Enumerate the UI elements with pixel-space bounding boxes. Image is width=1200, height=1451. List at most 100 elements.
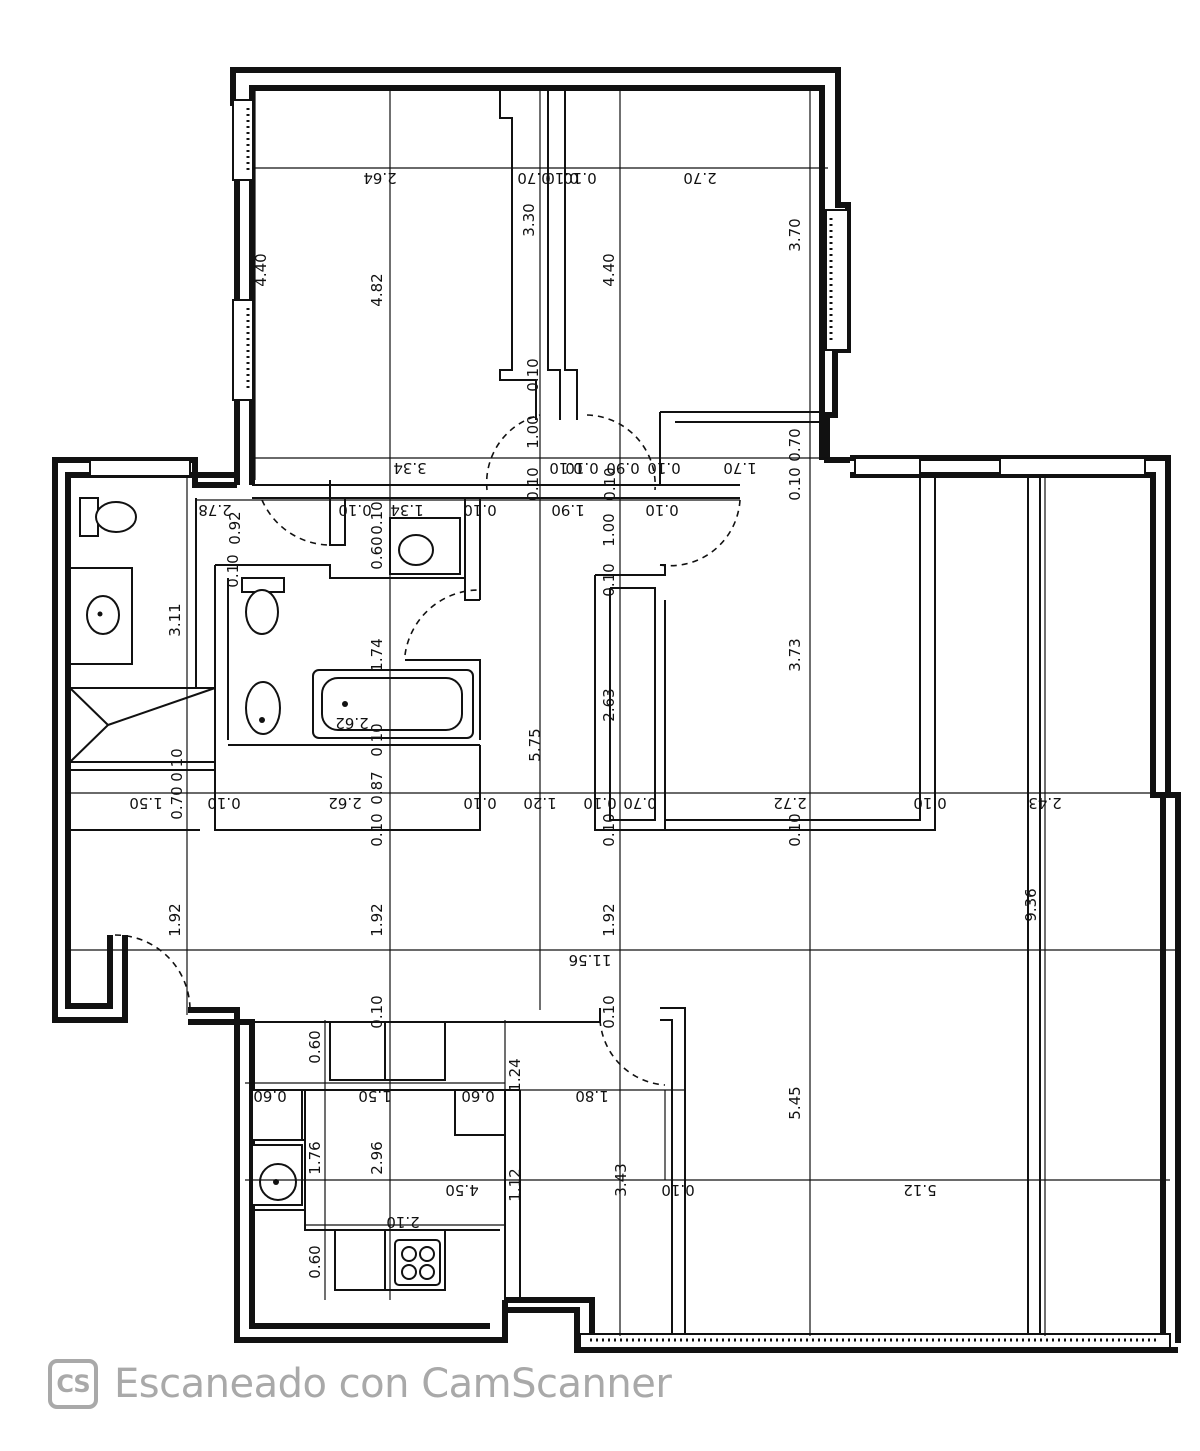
dim-label: 5.45 <box>786 1086 804 1119</box>
shower-tray-icon <box>69 687 216 763</box>
kitchen-sink-icon <box>251 1144 303 1206</box>
dim-label: 0.10 <box>601 467 619 500</box>
dim-label: 2.96 <box>368 1141 386 1174</box>
dim-label: 1.76 <box>306 1141 324 1174</box>
dim-label: 1.92 <box>600 903 618 936</box>
dim-label: 1.34 <box>390 501 423 519</box>
dim-label: 1.80 <box>575 1087 608 1105</box>
dim-label: 3.70 <box>786 218 804 251</box>
dim-label: 0.10 <box>463 794 496 812</box>
dim-label: 1.70 <box>723 459 756 477</box>
dim-label: 5.12 <box>903 1181 936 1199</box>
dim-label: 0.92 <box>226 511 244 544</box>
dim-label: 0.10 <box>207 794 240 812</box>
dim-label: 4.40 <box>600 253 618 286</box>
dim-label: 2.10 <box>386 1213 419 1231</box>
dim-label: 1.74 <box>368 638 386 671</box>
dim-label: 0.10 <box>224 554 242 587</box>
dim-label: 0.60 <box>368 536 386 569</box>
dim-label: 0.70 <box>517 169 550 187</box>
dim-label: 2.64 <box>363 169 396 187</box>
dim-label: 1.12 <box>506 1168 524 1201</box>
dim-label: 0.60 <box>461 1087 494 1105</box>
dim-label: 1.24 <box>506 1058 524 1091</box>
dim-label: 2.43 <box>1028 794 1061 812</box>
windows <box>89 99 1171 1349</box>
dim-label: 3.34 <box>393 459 426 477</box>
dim-label: 2.72 <box>773 794 806 812</box>
dim-label: 0.10 <box>786 813 804 846</box>
dim-label: 0.10 <box>600 563 618 596</box>
dim-label: 0.10 <box>661 1181 694 1199</box>
dim-label: 0.10 <box>545 169 578 187</box>
dim-label: 4.50 <box>445 1181 478 1199</box>
dim-label: 0.10 <box>368 813 386 846</box>
dim-label: 0.10 <box>549 459 582 477</box>
dim-label: 0.10 <box>368 995 386 1028</box>
dim-label: 2.63 <box>600 688 618 721</box>
dim-label: 0.10 <box>368 501 386 534</box>
dim-label: 0.10 <box>463 501 496 519</box>
dim-label: 0.10 <box>645 501 678 519</box>
dim-label: 0.10 <box>647 459 680 477</box>
toilet-icon <box>79 497 137 537</box>
dim-label: 3.43 <box>612 1163 630 1196</box>
dim-label: 3.73 <box>786 638 804 671</box>
dim-label: 1.50 <box>358 1087 391 1105</box>
dim-label: 0.60 <box>306 1245 324 1278</box>
dim-label: 1.20 <box>523 794 556 812</box>
dim-label: 0.87 <box>368 771 386 804</box>
dimension-labels: 2.64 0.70 0.10 0.10 2.70 3.34 0.10 0.10 … <box>129 169 1061 1279</box>
toilet-icon <box>241 577 285 635</box>
camscanner-logo-icon: CS <box>48 1359 98 1409</box>
sink-icon <box>389 517 461 575</box>
dim-label: 0.90 <box>606 459 639 477</box>
washing-machine-icon <box>251 1089 303 1141</box>
dim-label: 0.10 <box>600 995 618 1028</box>
dim-label: 0.10 <box>600 813 618 846</box>
bathtub-icon <box>312 669 474 739</box>
dim-label: 0.70 <box>168 786 186 819</box>
dim-label: 1.00 <box>524 415 542 448</box>
camscanner-watermark: CS Escaneado con CamScanner <box>48 1356 672 1412</box>
dim-label: 0.10 <box>786 467 804 500</box>
dim-label: 1.00 <box>600 513 618 546</box>
dim-label: 0.10 <box>913 794 946 812</box>
watermark-text: Escaneado con CamScanner <box>114 1361 672 1407</box>
dim-label: 2.62 <box>328 794 361 812</box>
dim-label: 9.36 <box>1022 888 1040 921</box>
dim-label: 2.78 <box>198 501 231 519</box>
dim-label: 0.60 <box>253 1087 286 1105</box>
doors <box>114 414 741 1086</box>
dim-label: 4.82 <box>368 273 386 306</box>
dim-label: 0.60 <box>306 1030 324 1063</box>
logo-text: CS <box>56 1370 90 1398</box>
dim-label: 1.92 <box>368 903 386 936</box>
dim-label: 0.10 <box>524 467 542 500</box>
dim-label: 0.10 <box>524 358 542 391</box>
dim-label: 2.70 <box>683 169 716 187</box>
bidet-icon <box>245 681 281 735</box>
fixtures <box>69 497 474 1286</box>
dimension-lines <box>65 88 1175 1336</box>
dim-label: 0.10 <box>338 501 371 519</box>
dim-label: 3.11 <box>166 603 184 636</box>
dim-label: 1.90 <box>551 501 584 519</box>
dim-label: 1.50 <box>129 794 162 812</box>
dim-label: 0.10 <box>368 723 386 756</box>
dim-label: 0.10 <box>565 459 598 477</box>
dim-label: 11.56 <box>569 951 612 969</box>
dim-label: 2.62 <box>335 714 368 732</box>
dim-label: 4.40 <box>252 253 270 286</box>
dim-label: 0.70 <box>786 428 804 461</box>
dim-label: 1.92 <box>166 903 184 936</box>
cooktop-icon <box>394 1239 441 1286</box>
dim-label: 3.30 <box>520 203 538 236</box>
dim-label: 5.75 <box>526 728 544 761</box>
sink-icon <box>69 567 133 665</box>
interior-walls <box>68 88 1041 1336</box>
dim-label: 0.70 <box>623 794 656 812</box>
dim-label: 0.10 <box>583 794 616 812</box>
dim-label: 0.10 <box>168 748 186 781</box>
